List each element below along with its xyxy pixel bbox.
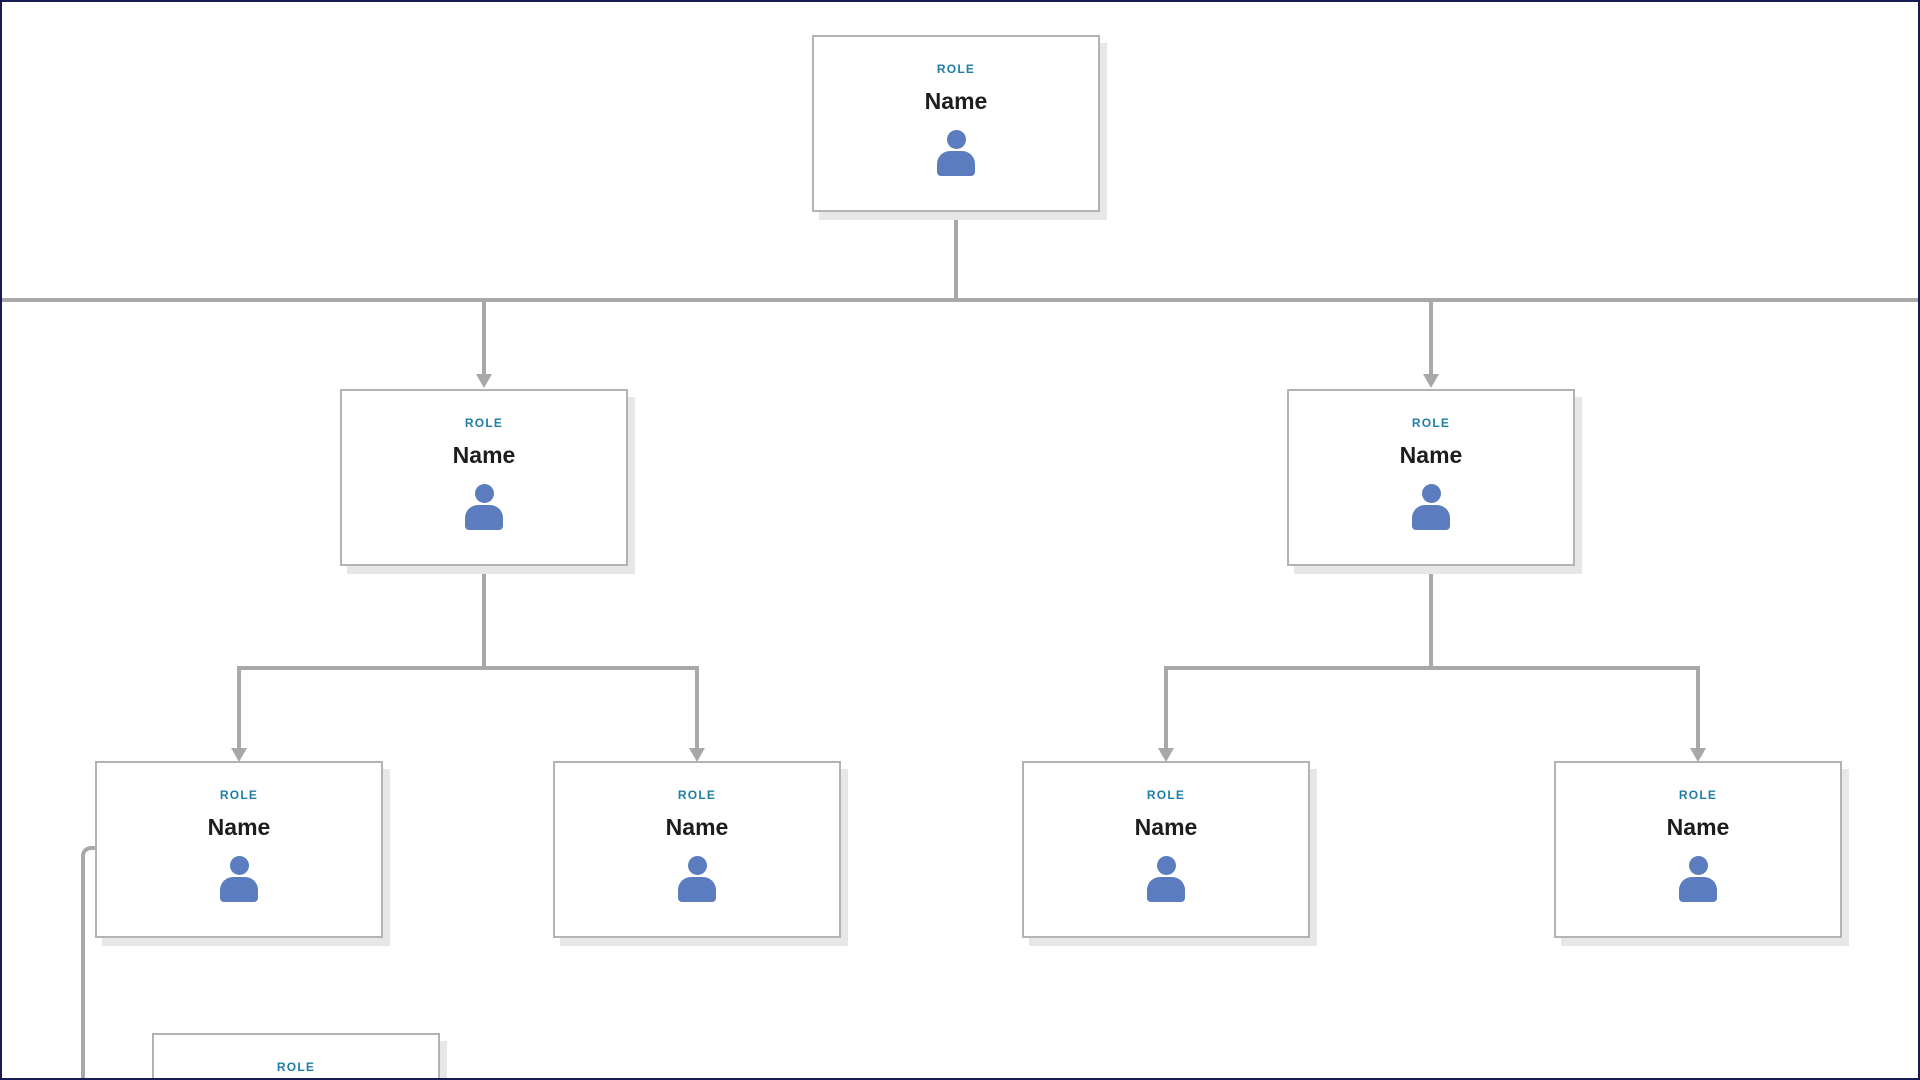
person-icon <box>1412 484 1450 530</box>
node-role-label: ROLE <box>464 416 504 430</box>
node-name-label: Name <box>452 442 516 468</box>
org-node-root[interactable]: ROLE Name <box>812 35 1100 212</box>
connector-arm-leaf-4 <box>1696 670 1700 748</box>
person-icon <box>220 856 258 902</box>
arrow-down-icon <box>689 748 705 762</box>
connector-drop-branch-right <box>1429 302 1433 374</box>
node-name-label: Name <box>1666 814 1730 840</box>
person-icon <box>465 484 503 530</box>
connector-split-bar-right <box>1164 666 1700 670</box>
node-name-label: Name <box>1134 814 1198 840</box>
person-icon <box>1679 856 1717 902</box>
node-role-label: ROLE <box>677 788 717 802</box>
org-node-branch-left[interactable]: ROLE Name <box>340 389 628 566</box>
arrow-down-icon <box>231 748 247 762</box>
org-node-leaf-4[interactable]: ROLE Name <box>1554 761 1842 938</box>
org-node-leaf-1[interactable]: ROLE Name <box>95 761 383 938</box>
person-icon <box>678 856 716 902</box>
node-name-label: Name <box>924 88 988 114</box>
person-icon <box>937 130 975 176</box>
org-node-leaf-3[interactable]: ROLE Name <box>1022 761 1310 938</box>
connector-split-bar-left <box>237 666 699 670</box>
connector-main-horizontal <box>2 298 1918 302</box>
connector-drop-branch-left <box>482 302 486 374</box>
connector-branch-right-stem <box>1429 566 1433 666</box>
connector-arm-leaf-1 <box>237 670 241 748</box>
arrow-down-icon <box>476 374 492 388</box>
org-node-branch-right[interactable]: ROLE Name <box>1287 389 1575 566</box>
person-icon <box>1147 856 1185 902</box>
arrow-down-icon <box>1423 374 1439 388</box>
arrow-down-icon <box>1690 748 1706 762</box>
node-role-label: ROLE <box>936 62 976 76</box>
node-name-label: Name <box>665 814 729 840</box>
node-name-label: Name <box>1399 442 1463 468</box>
node-role-label: ROLE <box>1411 416 1451 430</box>
connector-root-stem <box>954 212 958 298</box>
node-role-label: ROLE <box>1678 788 1718 802</box>
org-node-leaf-1-child[interactable]: ROLE <box>152 1033 440 1078</box>
node-role-label: ROLE <box>276 1060 316 1074</box>
node-name-label: Name <box>207 814 271 840</box>
node-role-label: ROLE <box>1146 788 1186 802</box>
org-node-leaf-2[interactable]: ROLE Name <box>553 761 841 938</box>
connector-branch-left-stem <box>482 566 486 666</box>
connector-elbow-leaf-1-child <box>81 846 97 1078</box>
arrow-down-icon <box>1158 748 1174 762</box>
connector-arm-leaf-2 <box>695 670 699 748</box>
node-role-label: ROLE <box>219 788 259 802</box>
connector-arm-leaf-3 <box>1164 670 1168 748</box>
